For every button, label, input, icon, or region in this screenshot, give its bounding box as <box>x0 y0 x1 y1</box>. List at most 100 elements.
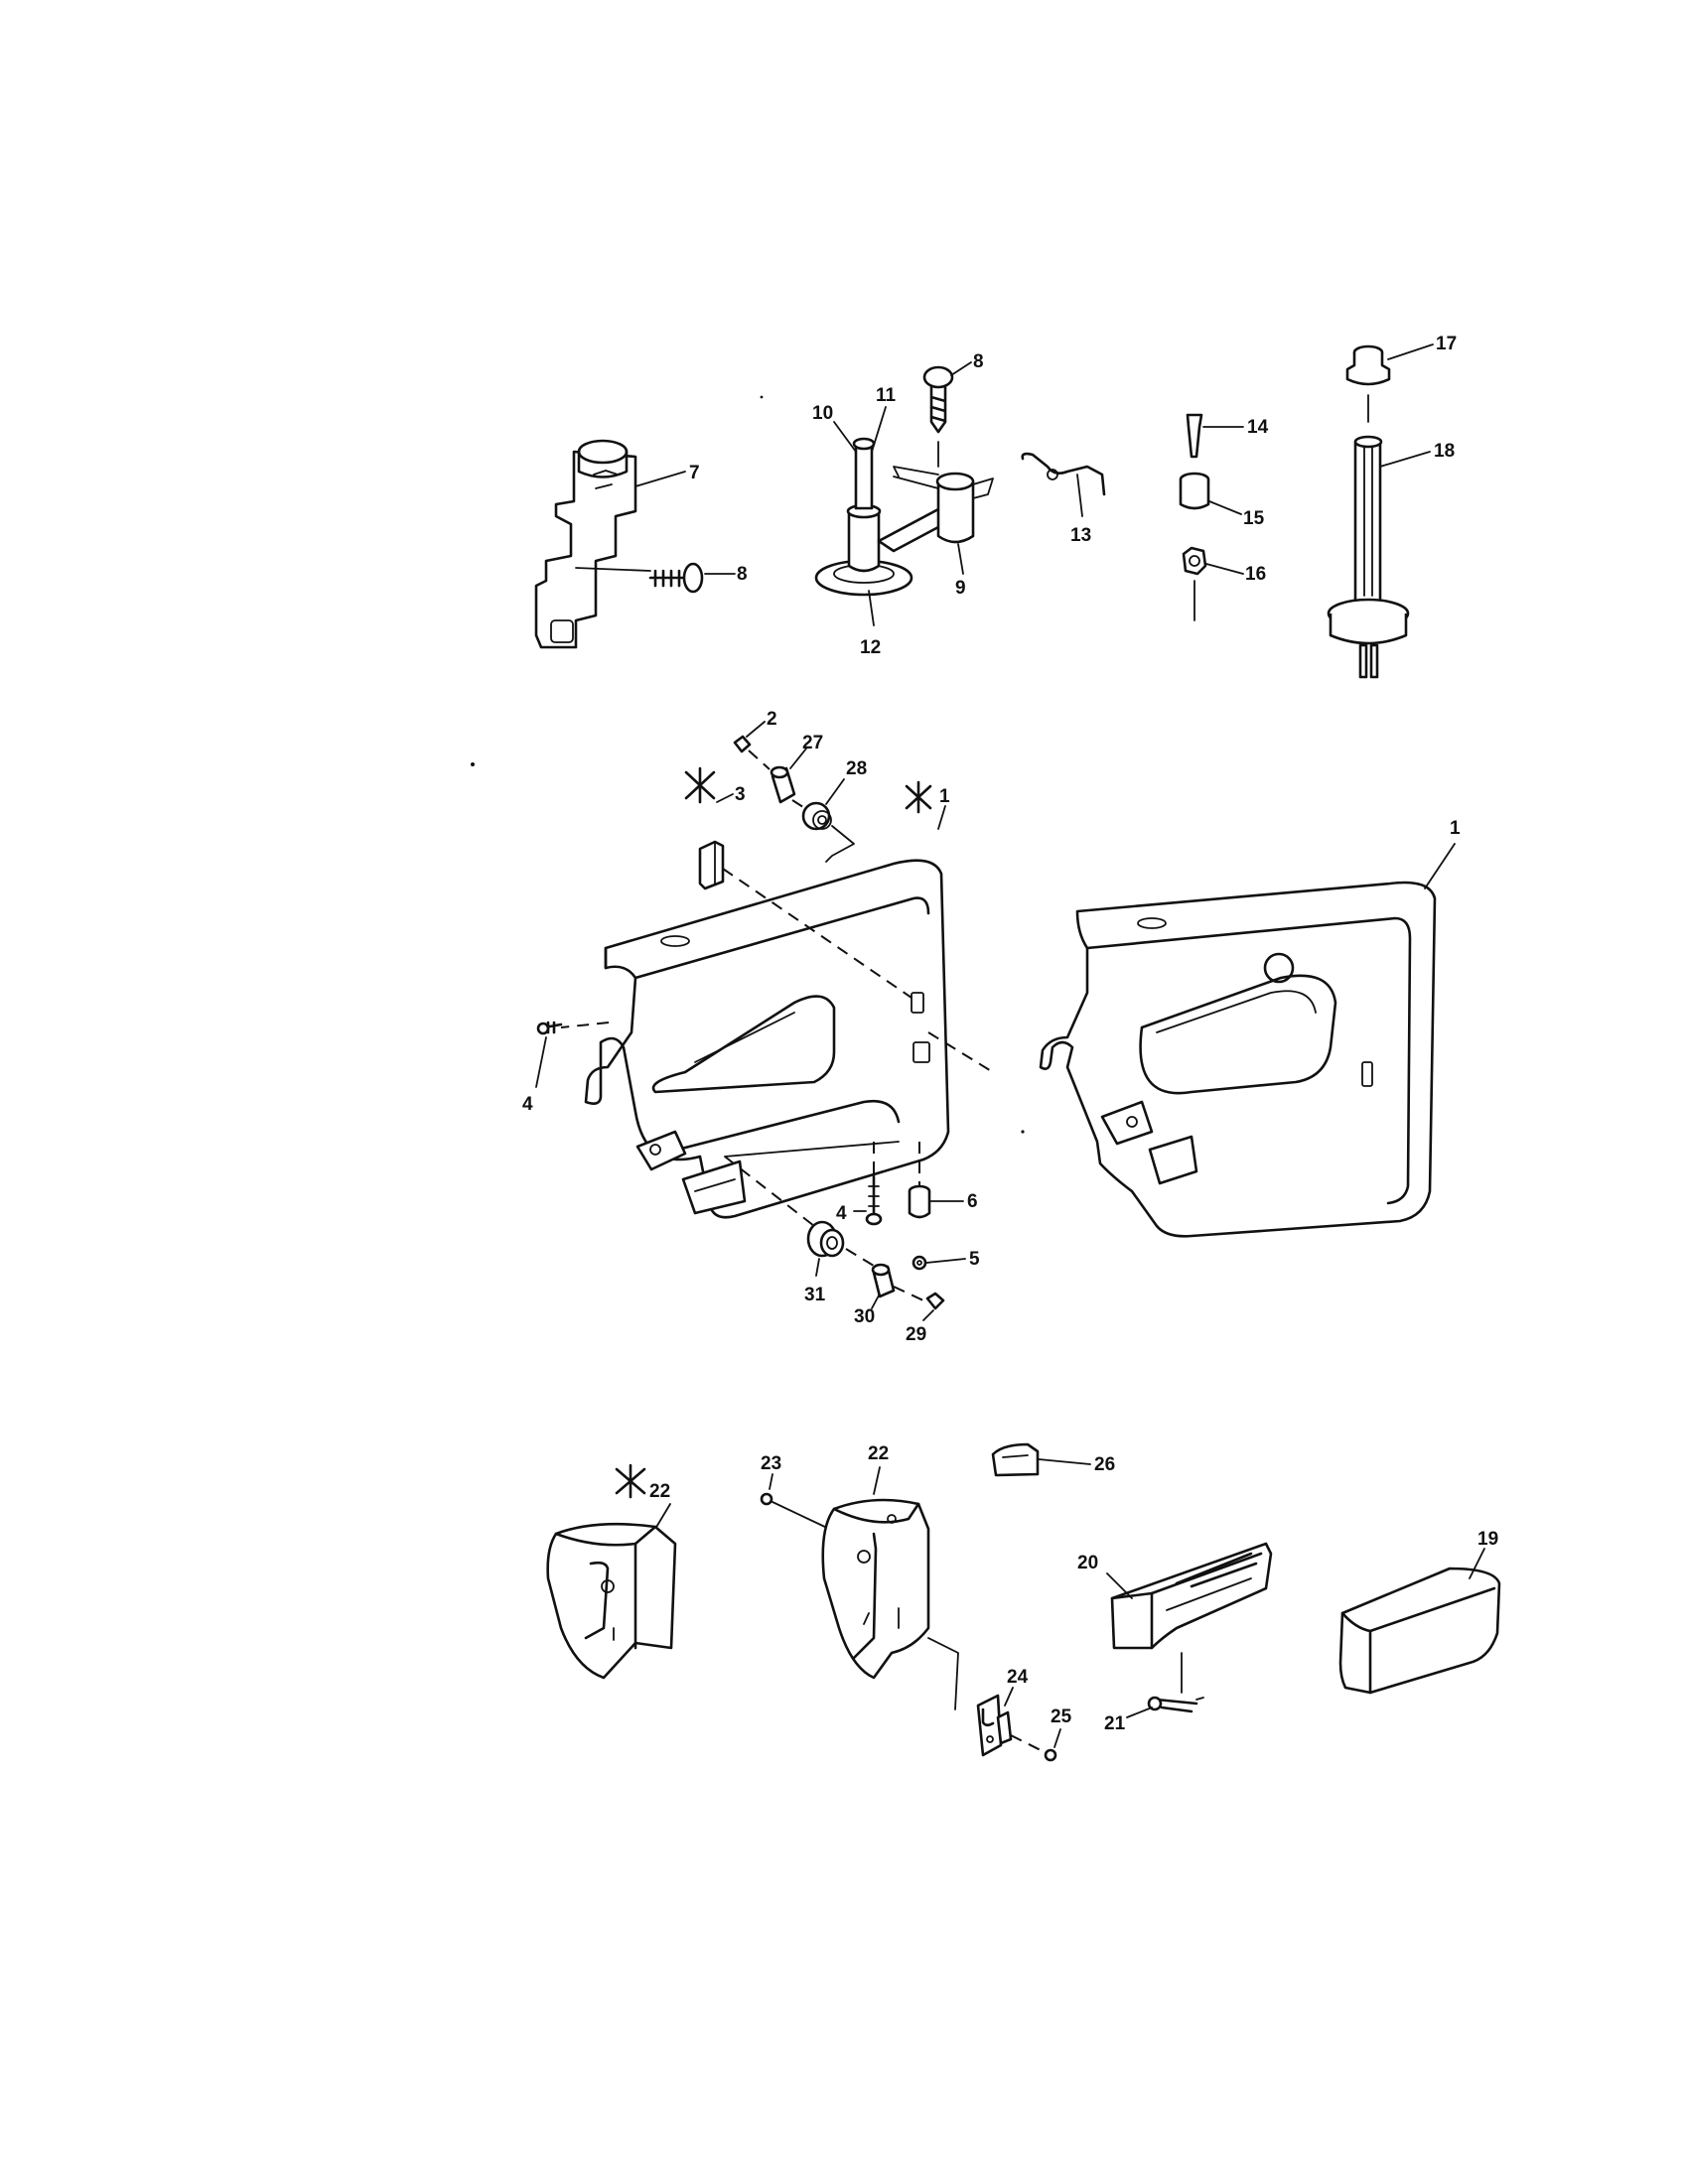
part-23-screw <box>760 1492 773 1506</box>
leader-4-left <box>535 1036 547 1088</box>
leader-27 <box>789 748 807 769</box>
callout-10: 10 <box>812 403 833 424</box>
leader-26 <box>1038 1458 1091 1465</box>
callout-5: 5 <box>969 1249 980 1270</box>
callout-16: 16 <box>1245 564 1266 585</box>
callout-14: 14 <box>1247 417 1269 438</box>
leader-1-right <box>1424 843 1456 889</box>
leader-7 <box>634 471 686 487</box>
callout-22-left: 22 <box>649 1481 670 1502</box>
leader-22-center <box>873 1466 881 1495</box>
part-2-screw <box>733 735 752 753</box>
leader-23 <box>769 1473 773 1490</box>
leader-30 <box>871 1295 880 1309</box>
part-22-end-cover-center <box>821 1498 930 1680</box>
leader-17 <box>1387 343 1434 360</box>
asterisk-icon <box>905 780 932 814</box>
callout-23: 23 <box>761 1453 781 1474</box>
callout-25: 25 <box>1051 1706 1072 1727</box>
callout-4-lower: 4 <box>836 1203 847 1224</box>
leader-8-lower <box>575 567 651 572</box>
callout-17: 17 <box>1436 334 1457 354</box>
callout-12: 12 <box>860 637 881 658</box>
callout-19: 19 <box>1477 1529 1498 1550</box>
callout-6: 6 <box>967 1191 978 1212</box>
part-24-latch <box>976 1694 1013 1757</box>
leader-10 <box>833 421 857 453</box>
leader-22-left <box>654 1503 671 1530</box>
leader-8-upper <box>950 361 972 376</box>
part-1-front-cover-right <box>1039 881 1437 1238</box>
leader-24 <box>1004 1687 1014 1706</box>
part-10-spool-pin <box>846 437 882 573</box>
callout-8-upper: 8 <box>973 351 984 372</box>
callout-13: 13 <box>1070 525 1091 546</box>
leader-31 <box>815 1258 820 1277</box>
part-20-slide-plate <box>1110 1542 1273 1650</box>
callout-8-lower: 8 <box>737 564 748 585</box>
leader-25 <box>1053 1728 1061 1748</box>
part-14-pin <box>1186 413 1203 459</box>
part-18-spool-pin-post <box>1327 435 1410 679</box>
part-25-screw <box>1044 1748 1057 1762</box>
asterisk-icon <box>615 1463 646 1499</box>
callout-24: 24 <box>1007 1667 1029 1688</box>
callout-9: 9 <box>955 578 966 599</box>
leader-2 <box>746 721 766 738</box>
leader-21 <box>1126 1706 1153 1718</box>
callout-29: 29 <box>906 1324 926 1345</box>
part-4-screw-left <box>536 1021 563 1035</box>
part-26-plate <box>991 1442 1040 1477</box>
callout-20: 20 <box>1077 1553 1098 1573</box>
leader-9 <box>957 543 964 575</box>
leader-19 <box>1469 1548 1485 1579</box>
leader-1-left <box>937 805 946 830</box>
leader-11 <box>871 406 887 453</box>
part-16-nut <box>1182 546 1207 576</box>
asterisk-icon <box>684 766 716 804</box>
callout-30: 30 <box>854 1306 875 1327</box>
callout-7: 7 <box>689 463 700 483</box>
callout-28: 28 <box>846 758 867 779</box>
callout-4-left: 4 <box>522 1094 533 1115</box>
part-1-front-cover-left <box>584 859 950 1219</box>
part-29-screw <box>925 1292 945 1310</box>
callout-1-left: 1 <box>939 786 950 807</box>
callout-15: 15 <box>1243 508 1265 529</box>
part-6-bushing <box>908 1184 931 1219</box>
callout-26: 26 <box>1094 1454 1115 1475</box>
callout-3: 3 <box>735 784 746 805</box>
part-3-plate <box>698 840 725 890</box>
leader-28 <box>825 778 845 805</box>
leader-3 <box>716 793 734 803</box>
part-13-spring <box>1021 452 1106 496</box>
leader-29 <box>922 1309 934 1321</box>
callout-22-center: 22 <box>868 1443 889 1464</box>
part-9-spool-holder-arm <box>877 466 994 553</box>
callout-27: 27 <box>802 733 823 753</box>
part-17-cap <box>1345 344 1391 386</box>
part-7-bracket <box>534 439 637 649</box>
callout-1-right: 1 <box>1450 818 1461 839</box>
callout-18: 18 <box>1434 441 1455 462</box>
part-22-end-cover-left <box>546 1522 677 1680</box>
part-19-block <box>1338 1567 1501 1695</box>
part-31-grommet <box>806 1220 845 1258</box>
part-21-spring <box>1147 1696 1204 1713</box>
leader-12 <box>868 590 875 626</box>
part-30-bushing <box>871 1263 896 1298</box>
leader-20 <box>1106 1572 1133 1599</box>
part-4-screw-lower <box>865 1174 883 1226</box>
part-15-bushing <box>1179 472 1210 510</box>
part-8-screw-lower <box>648 562 704 594</box>
leader-18 <box>1379 451 1431 468</box>
callout-21: 21 <box>1104 1713 1126 1734</box>
leader-13 <box>1076 474 1083 517</box>
leader-15 <box>1208 500 1242 515</box>
part-8-screw-upper <box>922 365 954 434</box>
part-27-bushing <box>770 765 796 804</box>
part-28-grommet <box>801 801 832 831</box>
leader-5 <box>925 1258 966 1264</box>
callout-31: 31 <box>804 1285 826 1305</box>
